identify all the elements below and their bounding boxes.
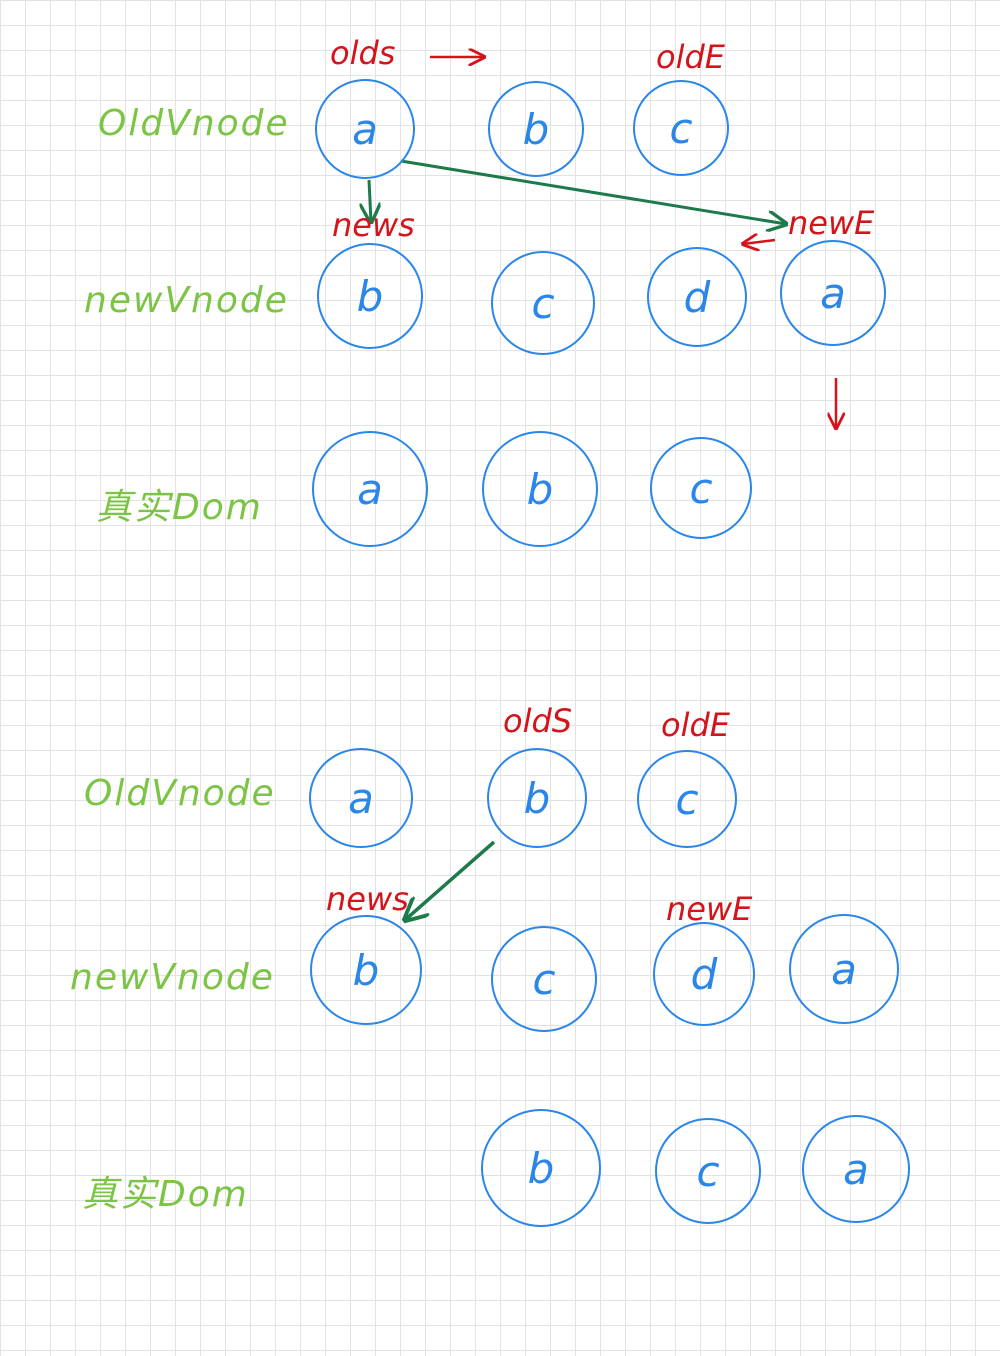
d2-new-node-a: a [789,914,899,1024]
d2-old-node-a: a [309,748,413,848]
d1-new-node-a: a [780,240,886,346]
d2-new-end-pointer: newE [666,890,753,928]
d2-old-vnode-label: OldVnode [84,773,276,814]
d1-dom-node-b: b [482,431,598,547]
d1-old-node-a: a [315,79,415,179]
d2-new-start-pointer: news [326,880,409,918]
d1-old-start-pointer: olds [330,34,396,72]
d1-new-node-c: c [491,251,595,355]
old-start-to-new-start-arrow [405,840,496,920]
d1-old-node-b: b [488,81,584,177]
old-start-to-new-end-arrow [400,159,786,224]
d1-dom-node-c: c [650,437,752,539]
d1-new-end-pointer: newE [788,204,875,242]
d1-real-dom-label: 真实Dom [96,487,263,528]
d2-old-start-pointer: oldS [503,702,573,740]
d2-old-node-b: b [487,748,587,848]
d1-new-vnode-label: newVnode [84,280,289,321]
d2-new-node-c: c [491,926,597,1032]
d2-dom-node-a: a [802,1115,910,1223]
d2-dom-node-c: c [655,1118,761,1224]
d2-new-vnode-label: newVnode [70,957,275,998]
new-start-match-arrow [369,179,371,222]
d2-old-end-pointer: oldE [661,706,730,744]
d2-real-dom-label: 真实Dom [82,1174,249,1215]
d1-old-vnode-label: OldVnode [98,103,290,144]
d1-new-start-pointer: news [332,206,415,244]
d2-new-node-b: b [310,915,422,1025]
new-end-move-arrow [743,240,776,244]
d2-dom-node-b: b [481,1109,601,1227]
d1-new-node-b: b [317,243,423,349]
d1-old-end-pointer: oldE [656,38,725,76]
d1-dom-node-a: a [312,431,428,547]
d2-new-node-d: d [653,922,755,1026]
d1-new-node-d: d [647,247,747,347]
d2-old-node-c: c [637,750,737,848]
d1-old-node-c: c [633,80,729,176]
